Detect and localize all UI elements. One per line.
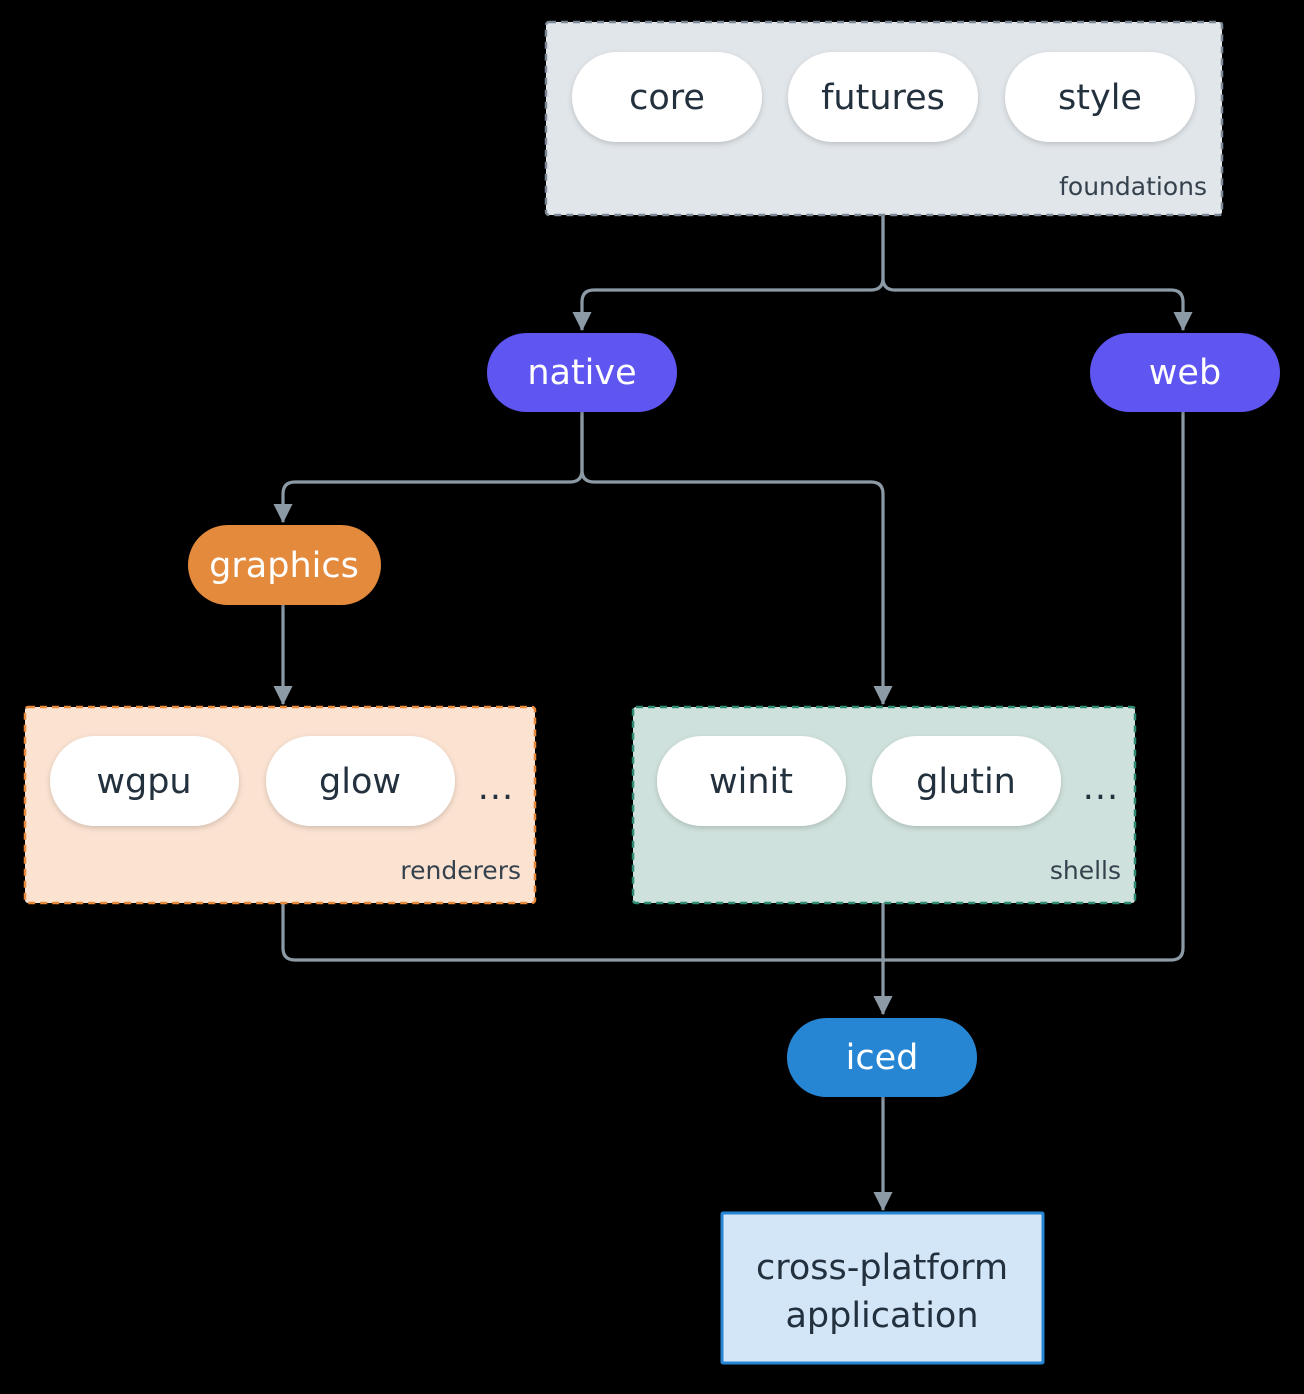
node-iced-label: iced: [846, 1038, 919, 1078]
chip-core-label: core: [629, 78, 705, 118]
chip-glutin[interactable]: glutin: [872, 736, 1061, 826]
chip-core[interactable]: core: [572, 52, 762, 142]
chip-glutin-shape: [872, 736, 1061, 826]
edge-renderers-to-iced: [281, 903, 883, 962]
group-foundations-label: foundations: [1059, 172, 1207, 201]
chip-core-shape: [572, 52, 762, 142]
chip-futures-shape: [788, 52, 978, 142]
node-cross-platform-application[interactable]: cross-platform application: [720, 1211, 1045, 1365]
chip-glutin-label: glutin: [916, 762, 1016, 802]
chip-futures[interactable]: futures: [788, 52, 978, 142]
chip-glow-label: glow: [319, 762, 401, 802]
node-native-label: native: [527, 353, 636, 393]
group-shells-ellipsis: ...: [1083, 768, 1119, 808]
application-box-shape: [720, 1211, 1045, 1365]
edge-layer: [273, 215, 1193, 1212]
node-graphics[interactable]: graphics: [188, 525, 381, 605]
node-graphics-shape: [188, 525, 381, 605]
chip-winit-shape: [657, 736, 846, 826]
node-iced[interactable]: iced: [787, 1018, 977, 1097]
chip-winit-label: winit: [709, 762, 793, 802]
chip-style-shape: [1005, 52, 1195, 142]
edge-web-to-iced: [883, 412, 1185, 962]
chip-glow-shape: [266, 736, 455, 826]
edge-foundations-to-web: [881, 215, 1193, 332]
group-shells[interactable]: winit glutin ... shells: [631, 705, 1137, 905]
node-native[interactable]: native: [487, 333, 677, 412]
application-box-line2: application: [785, 1296, 978, 1336]
edge-native-to-graphics: [273, 412, 584, 524]
node-iced-shape: [787, 1018, 977, 1097]
chip-wgpu-shape: [50, 736, 239, 826]
group-renderers-ellipsis: ...: [478, 768, 514, 808]
node-web-shape: [1090, 333, 1280, 412]
application-box-line1: cross-platform: [756, 1248, 1008, 1288]
edge-foundations-to-native: [572, 215, 885, 332]
chip-wgpu[interactable]: wgpu: [50, 736, 239, 826]
node-web[interactable]: web: [1090, 333, 1280, 412]
node-native-shape: [487, 333, 677, 412]
chip-style[interactable]: style: [1005, 52, 1195, 142]
chip-wgpu-label: wgpu: [96, 762, 191, 802]
edge-native-to-shells: [580, 412, 893, 706]
group-foundations[interactable]: core futures style foundations: [544, 20, 1224, 217]
chip-futures-label: futures: [821, 78, 945, 118]
node-web-label: web: [1149, 353, 1221, 393]
chip-glow[interactable]: glow: [266, 736, 455, 826]
group-shells-label: shells: [1050, 856, 1121, 885]
node-graphics-label: graphics: [209, 546, 359, 586]
chip-style-label: style: [1058, 78, 1142, 118]
group-renderers-label: renderers: [400, 856, 521, 885]
group-renderers[interactable]: wgpu glow ... renderers: [23, 705, 537, 905]
chip-winit[interactable]: winit: [657, 736, 846, 826]
